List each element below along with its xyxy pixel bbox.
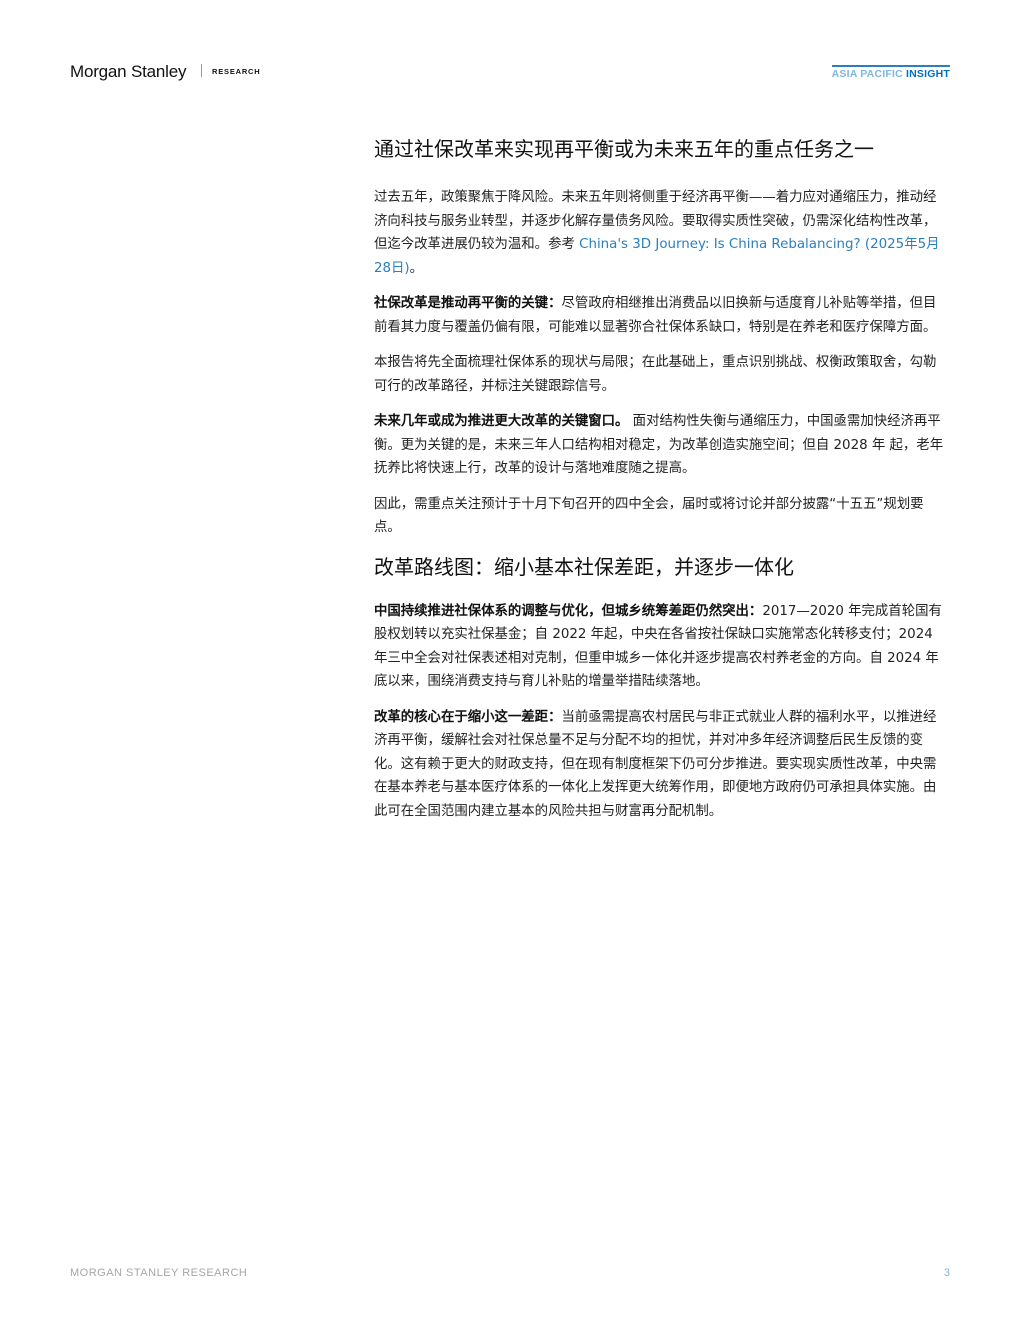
research-label: RESEARCH — [212, 67, 261, 76]
report-link[interactable]: China's 3D Journey: Is China Rebalancing… — [374, 237, 940, 276]
core-text: 当前亟需提高农村居民与非正式就业人群的福利水平，以推进经济再平衡，缓解社会对社保… — [374, 709, 937, 819]
core-lead: 改革的核心在于缩小这一差距： — [374, 709, 562, 725]
series-label: ASIA PACIFIC INSIGHT — [831, 65, 950, 80]
page-number: 3 — [943, 1267, 950, 1279]
paragraph-progress: 中国持续推进社保体系的调整与优化，但城乡统筹差距仍然突出：2017—2020 年… — [374, 600, 948, 694]
window-lead: 未来几年或成为推进更大改革的关键窗口。 — [374, 414, 629, 429]
paragraph-window: 未来几年或成为推进更大改革的关键窗口。 面对结构性失衡与通缩压力，中国亟需加快经… — [374, 410, 948, 481]
progress-lead: 中国持续推进社保体系的调整与优化，但城乡统筹差距仍然突出： — [374, 603, 763, 619]
section-title-2: 改革路线图：缩小基本社保差距，并逐步一体化 — [374, 554, 794, 579]
paragraph-scope: 本报告将先全面梳理社保体系的现状与局限；在此基础上，重点识别挑战、权衡政策取舍，… — [374, 355, 937, 394]
series-suffix: INSIGHT — [906, 68, 950, 80]
main-content: 通过社保改革来实现再平衡或为未来五年的重点任务之一 过去五年，政策聚焦于降风险。… — [374, 134, 948, 835]
paragraph-core: 改革的核心在于缩小这一差距：当前亟需提高农村居民与非正式就业人群的福利水平，以推… — [374, 706, 948, 824]
key-text: 尽管政府相继推出消费品以旧换新与适度育儿补贴等举措，但目前看其力度与覆盖仍偏有限… — [374, 296, 937, 335]
brand-divider — [201, 64, 202, 77]
intro-end: 。 — [409, 260, 424, 276]
series-prefix: ASIA PACIFIC — [831, 68, 903, 80]
paragraph-plenum: 因此，需重点关注预计于十月下旬召开的四中全会，届时或将讨论并部分披露“十五五”规… — [374, 496, 924, 536]
window-text: 面对结构性失衡与通缩压力，中国亟需加快经济再平衡。更为关键的是，未来三年人口结构… — [374, 414, 944, 476]
page-header: Morgan Stanley RESEARCH ASIA PACIFIC INS… — [70, 60, 950, 84]
section-title-1: 通过社保改革来实现再平衡或为未来五年的重点任务之一 — [374, 137, 874, 161]
progress-text: 2017—2020 年完成首轮国有股权划转以充实社保基金；自 2022 年起，中… — [374, 603, 942, 690]
intro-text: 过去五年，政策聚焦于降风险。未来五年则将侧重于经济再平衡——着力应对通缩压力，推… — [374, 190, 937, 252]
paragraph-key: 社保改革是推动再平衡的关键：尽管政府相继推出消费品以旧换新与适度育儿补贴等举措，… — [374, 292, 948, 339]
footer-source: MORGAN STANLEY RESEARCH — [70, 1267, 248, 1279]
key-lead: 社保改革是推动再平衡的关键： — [374, 296, 562, 311]
brand-logo: Morgan Stanley — [70, 62, 187, 81]
paragraph-intro: 过去五年，政策聚焦于降风险。未来五年则将侧重于经济再平衡——着力应对通缩压力，推… — [374, 186, 948, 280]
